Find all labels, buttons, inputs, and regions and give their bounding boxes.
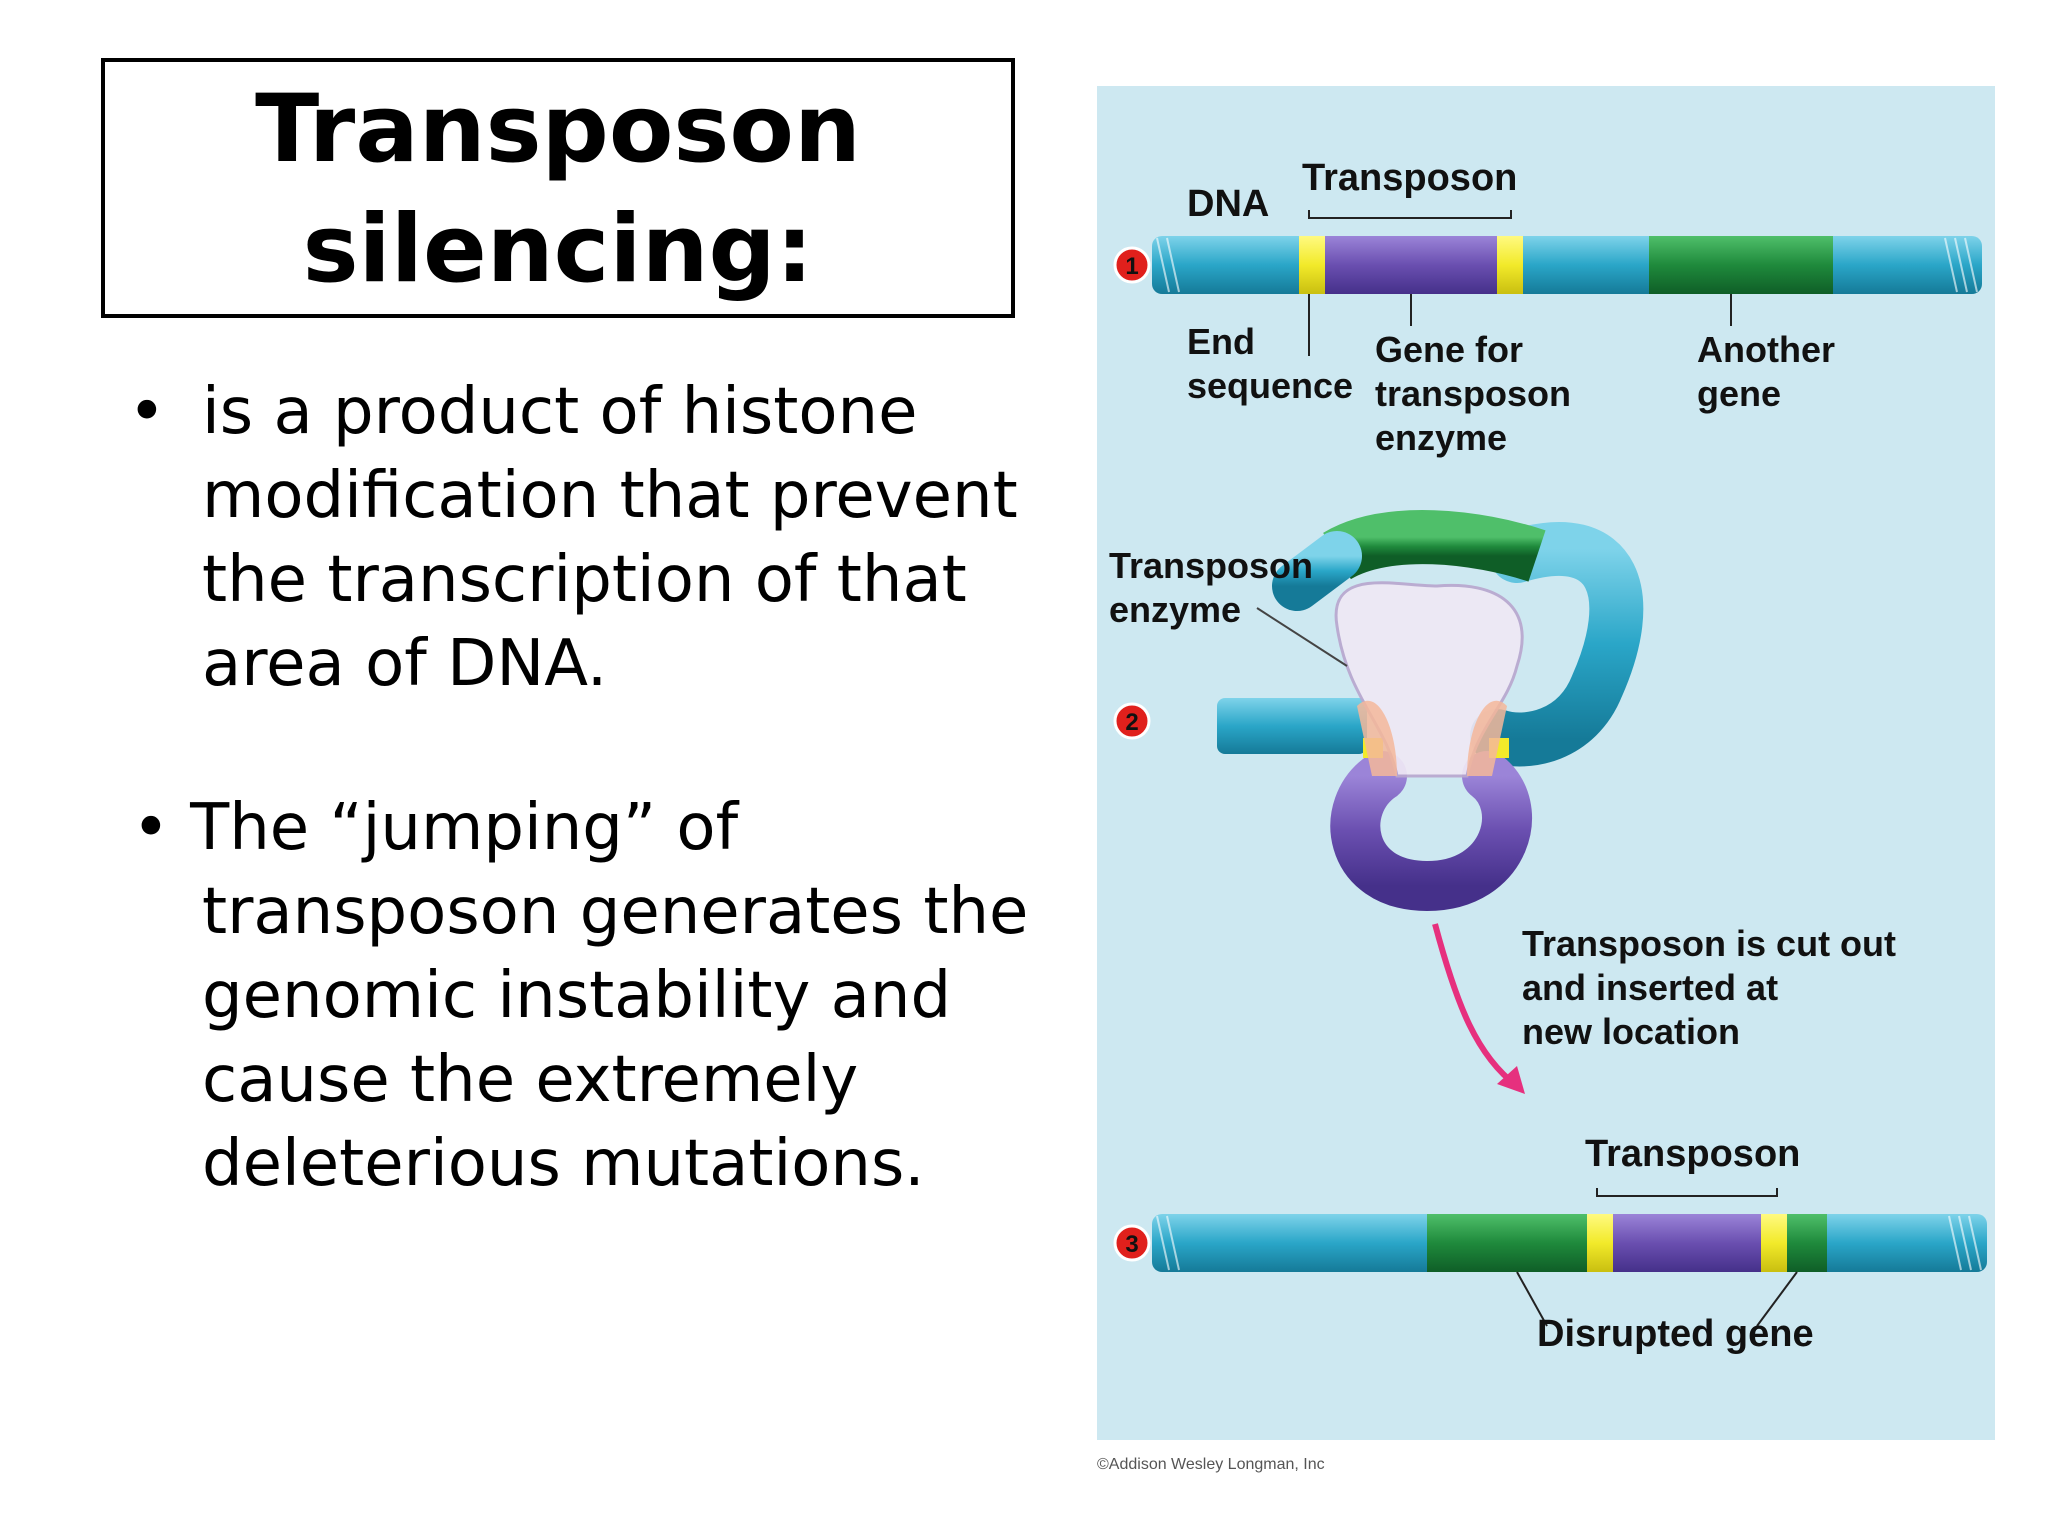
diagram-svg: 1 DNA Transposon End sequence Gene for t…	[1109, 157, 1987, 1355]
label-another-2: gene	[1697, 373, 1781, 414]
bullet-item-1: • is a product of histone modification t…	[120, 370, 1040, 706]
label-transposon-top: Transposon	[1302, 157, 1517, 199]
step-2-number: 2	[1125, 709, 1138, 736]
bullet-text-1: is a product of histone modification tha…	[202, 375, 1018, 701]
label-disrupted: Disrupted gene	[1537, 1313, 1814, 1355]
dna-arc-right	[1470, 522, 1644, 767]
title-line-1: Transposon	[255, 75, 861, 184]
label-gene-for-1: Gene for	[1375, 329, 1523, 370]
disrupted-pointer-right	[1756, 1271, 1798, 1327]
transposon-segment-3	[1613, 1214, 1761, 1272]
end-sequence-3-right	[1761, 1214, 1787, 1272]
disrupted-pointer-left	[1516, 1271, 1548, 1327]
bullet-marker: •	[128, 375, 166, 449]
disrupted-gene-left	[1427, 1214, 1587, 1272]
transposon-bracket	[1308, 210, 1512, 219]
another-gene-segment	[1649, 236, 1833, 294]
step-2: 2 Transposon enzyme Transposon is cut ou…	[1109, 510, 1896, 1094]
disrupted-gene-right	[1787, 1214, 1827, 1272]
label-cut-3: new location	[1522, 1011, 1740, 1052]
end-sequence-left	[1299, 236, 1325, 294]
label-gene-for-3: enzyme	[1375, 417, 1507, 458]
title-line-2: silencing:	[302, 195, 814, 304]
label-enzyme-2: enzyme	[1109, 589, 1241, 630]
label-end-2: sequence	[1187, 365, 1353, 406]
label-cut-2: and inserted at	[1522, 967, 1778, 1008]
move-arrow	[1432, 923, 1519, 1089]
step-2-badge	[1113, 702, 1151, 740]
bullet-item-2: • The “jumping” of transposon generates …	[132, 791, 1029, 1201]
label-another-1: Another	[1697, 329, 1835, 370]
step-3-number: 3	[1125, 1231, 1138, 1258]
move-arrow-head	[1497, 1066, 1525, 1094]
transposon-diagram: 1 DNA Transposon End sequence Gene for t…	[1097, 86, 1995, 1440]
end-sequence-right	[1497, 236, 1523, 294]
step-3: 3 Transposon Disrupted gene	[1113, 1133, 1987, 1355]
enzyme-lobe-right	[1467, 700, 1507, 776]
enzyme-lobe-left	[1357, 700, 1397, 776]
strand-3-hatching	[1156, 1215, 1982, 1271]
gene-arc-top	[1323, 510, 1546, 582]
step-1: 1 DNA Transposon End sequence Gene for t…	[1113, 157, 1982, 458]
dna-arc-left-end	[1272, 531, 1362, 611]
slide-title: Transposon silencing:	[105, 62, 1011, 310]
step-1-number: 1	[1125, 253, 1138, 280]
bullet-list: • is a product of histone modification t…	[120, 370, 1040, 1206]
label-transposon-3: Transposon	[1585, 1133, 1800, 1175]
step-3-badge	[1113, 1224, 1151, 1262]
label-gene-for-2: transposon	[1375, 373, 1571, 414]
step-1-badge	[1113, 246, 1151, 284]
enzyme-pointer	[1256, 607, 1348, 667]
figure-credit: ©Addison Wesley Longman, Inc	[1097, 1456, 1325, 1473]
transposon-segment-1	[1325, 236, 1497, 294]
strand-end-hatching	[1156, 237, 1978, 293]
label-end-1: End	[1187, 321, 1255, 362]
dna-strand-1	[1152, 236, 1982, 294]
transposon-bracket-3	[1596, 1188, 1778, 1197]
dna-stub-left	[1217, 698, 1367, 754]
transposon-loop	[1330, 751, 1532, 912]
label-enzyme-1: Transposon	[1109, 545, 1313, 586]
label-dna: DNA	[1187, 183, 1269, 225]
end-sequence-3-left	[1587, 1214, 1613, 1272]
label-cut-1: Transposon is cut out	[1522, 923, 1896, 964]
title-box: Transposon silencing:	[101, 58, 1015, 318]
